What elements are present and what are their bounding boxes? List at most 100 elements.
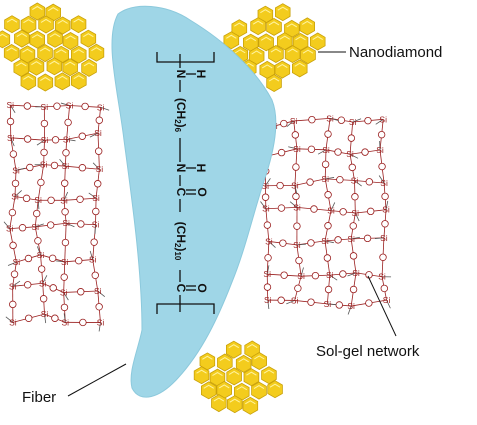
nanodiamond-facet [277, 63, 288, 68]
oxygen-atom [91, 271, 99, 279]
methylene-six-group: (CH2)6 [173, 98, 188, 133]
nanodiamond-facet [212, 372, 223, 377]
polymer-atoms: H N (CH2)6 H N O C (CH2)10 O C [173, 70, 209, 293]
oxygen-atom [10, 270, 19, 278]
oxygen-atom [324, 130, 332, 138]
nanodiamond-cluster-top-right [223, 3, 326, 92]
silicon-atom: Si [383, 295, 391, 305]
silicon-atom: Si [7, 100, 15, 110]
nanodiamond-facet [234, 49, 246, 54]
methyl-stub [286, 120, 294, 127]
silicon-atom: Si [265, 236, 273, 246]
oxygen-atom [310, 205, 318, 213]
nanodiamond-facet [263, 369, 275, 374]
silicon-atom: Si [347, 301, 355, 311]
silicon-atom: Si [94, 128, 102, 138]
nanodiamond-facet [269, 383, 281, 388]
nanodiamond-facet [32, 34, 43, 39]
oxygen-atom [306, 178, 314, 186]
oxygen-atom [363, 234, 372, 243]
label-fiber: Fiber [22, 389, 56, 406]
oxygen-atom [377, 130, 386, 139]
nanodiamond-particle [250, 17, 266, 36]
oxygen-atom [9, 150, 18, 158]
oxygen-atom [295, 256, 303, 265]
silicon-atom: Si [293, 144, 301, 154]
silicon-atom: Si [382, 205, 390, 215]
oxygen-atom [361, 148, 369, 156]
silicon-atom: Si [293, 240, 301, 250]
nanodiamond-facet [234, 22, 245, 27]
nanodiamond-particle [291, 59, 308, 78]
atom-c-bottom: C [174, 284, 188, 293]
methyl-stub [100, 106, 110, 111]
nanodiamond-particle [266, 17, 282, 36]
nanodiamond-particle [54, 16, 71, 35]
oxygen-atom [308, 115, 316, 124]
nanodiamond-facet [55, 49, 67, 54]
nanodiamond-facet [252, 20, 264, 25]
nanodiamond-facet [57, 75, 68, 80]
nanodiamond-particle [242, 396, 259, 415]
oxygen-atom [339, 208, 347, 216]
oxygen-atom [40, 148, 48, 157]
nanodiamond-particle [80, 29, 97, 48]
nanodiamond-particle [251, 352, 268, 370]
oxygen-atom [8, 208, 17, 217]
oxygen-atom [291, 131, 300, 139]
nanodiamond-particle [70, 15, 87, 34]
nanodiamond-facet [236, 386, 248, 391]
nanodiamond-facet [22, 48, 33, 53]
silicon-atom: Si [41, 102, 49, 112]
silicon-atom: Si [324, 299, 332, 309]
nanodiamond-particle [309, 32, 326, 51]
label-solgel: Sol-gel network [316, 343, 420, 360]
nanodiamond-particle [235, 354, 252, 373]
methyl-stub [347, 305, 352, 315]
methyl-stub [330, 202, 336, 211]
oxygen-atom [381, 192, 389, 201]
nanodiamond-facet [57, 19, 68, 24]
silicon-atom: Si [60, 287, 68, 297]
oxygen-atom [94, 147, 103, 155]
nanodiamond-particle [231, 19, 248, 38]
silicon-atom: Si [6, 224, 14, 234]
silicon-atom: Si [263, 269, 271, 279]
nanodiamond-facet [213, 397, 225, 402]
nanodiamond-facet [254, 355, 265, 360]
silicon-atom: Si [61, 317, 69, 327]
oxygen-atom [9, 300, 17, 309]
methyl-stub [55, 260, 65, 263]
nanodiamond-facet [270, 48, 282, 53]
nanodiamond-facet [251, 50, 262, 55]
label-fiber-group: Fiber [22, 363, 127, 406]
nanodiamond-particle [4, 15, 20, 34]
nanodiamond-particle [226, 367, 242, 386]
methyl-stub [63, 191, 69, 201]
silicon-atom: Si [37, 250, 45, 260]
methyl-stub [89, 132, 99, 138]
silicon-atom: Si [376, 145, 384, 155]
methyl-stub [347, 272, 357, 277]
nanodiamond-particle [62, 32, 79, 50]
silicon-atom: Si [264, 295, 272, 305]
nanodiamond-facet [196, 369, 207, 374]
nanodiamond-particle [71, 71, 87, 90]
nanodiamond-facet [238, 358, 249, 363]
oxygen-atom [277, 296, 285, 304]
oxygen-atom [78, 164, 87, 172]
nanodiamond-particle [223, 31, 240, 50]
nanodiamond-particle [217, 353, 233, 372]
oxygen-atom [307, 239, 315, 247]
silicon-atom: Si [13, 257, 21, 267]
nanodiamond-particle [200, 381, 217, 400]
methyl-stub [288, 146, 298, 150]
oxygen-atom [324, 222, 332, 230]
nanodiamond-facet [279, 35, 291, 40]
silicon-atom: Si [97, 102, 105, 112]
nanodiamond-facet [228, 344, 240, 349]
nanodiamond-particle [46, 57, 63, 76]
oxygen-atom [76, 195, 84, 203]
nanodiamond-facet [245, 400, 256, 405]
oxygen-atom [78, 132, 87, 140]
